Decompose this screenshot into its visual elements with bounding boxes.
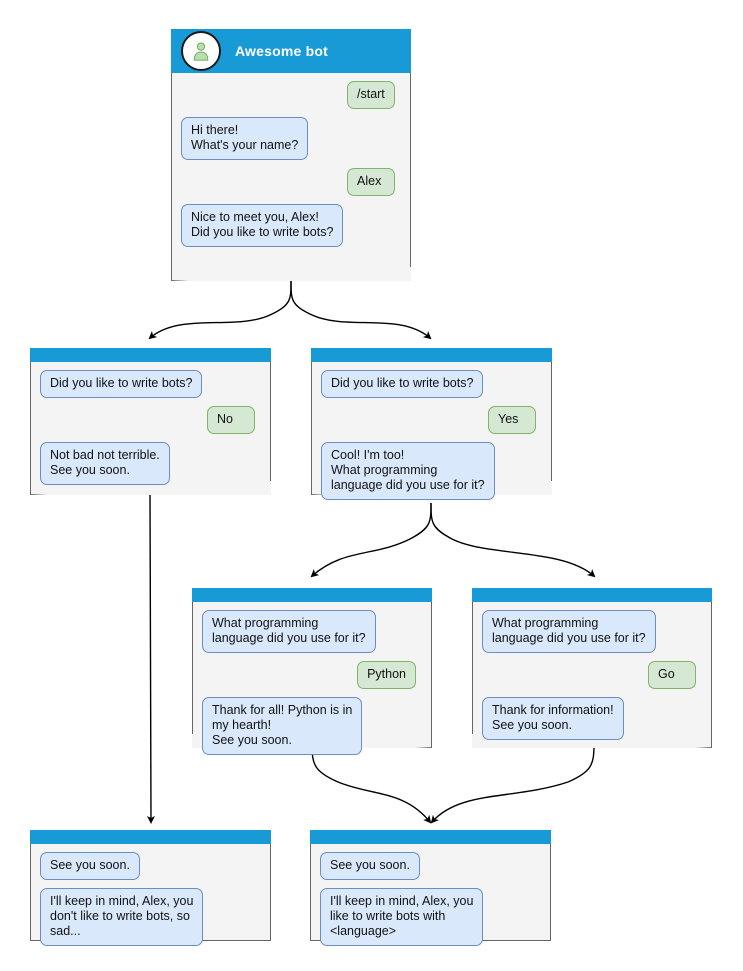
- message-row: Alex: [181, 168, 401, 196]
- user-message-bubble[interactable]: Alex: [347, 168, 395, 196]
- card-header: [472, 588, 712, 602]
- chat-body-end-happy: See you soon. I'll keep in mind, Alex, yo…: [310, 844, 551, 946]
- edge-yes-to-python: [310, 502, 432, 578]
- message-row: Python: [202, 661, 422, 689]
- bot-message-bubble[interactable]: Not bad not terrible. See you soon.: [40, 442, 170, 485]
- message-row: See you soon.: [40, 852, 261, 880]
- chat-body-end-sad: See you soon. I'll keep in mind, Alex, yo…: [30, 844, 271, 946]
- bot-message-bubble[interactable]: See you soon.: [320, 852, 420, 880]
- user-message-bubble[interactable]: Go: [648, 661, 696, 689]
- user-message-bubble[interactable]: /start: [347, 81, 395, 109]
- message-row: What programming language did you use fo…: [202, 610, 422, 653]
- bot-message-bubble[interactable]: What programming language did you use fo…: [482, 610, 656, 653]
- bot-message-bubble[interactable]: What programming language did you use fo…: [202, 610, 376, 653]
- message-row: No: [40, 406, 261, 434]
- card-header: [192, 588, 432, 602]
- edge-go-to-end-happy: [430, 744, 595, 824]
- card-header-root: Awesome bot: [171, 29, 411, 73]
- chat-body-branch-python: What programming language did you use fo…: [192, 602, 432, 755]
- message-row: Thank for all! Python is in my hearth! S…: [202, 697, 422, 755]
- user-message-bubble[interactable]: Python: [357, 661, 416, 689]
- edge-no-to-end-sad: [146, 494, 155, 824]
- user-message-bubble[interactable]: Yes: [488, 406, 536, 434]
- card-header: [310, 830, 551, 844]
- card-branch-go[interactable]: What programming language did you use fo…: [472, 588, 712, 748]
- message-row: Hi there! What's your name?: [181, 117, 401, 160]
- bot-message-bubble[interactable]: Thank for all! Python is in my hearth! S…: [202, 697, 363, 755]
- card-header: [30, 348, 271, 362]
- message-row: Go: [482, 661, 702, 689]
- message-row: Nice to meet you, Alex! Did you like to …: [181, 204, 401, 247]
- chat-body-branch-go: What programming language did you use fo…: [472, 602, 712, 748]
- message-row: Cool! I'm too! What programming language…: [321, 442, 542, 500]
- bot-message-bubble[interactable]: I'll keep in mind, Alex, you like to wri…: [320, 888, 484, 946]
- bot-message-bubble[interactable]: Thank for information! See you soon.: [482, 697, 624, 740]
- edge-yes-to-go: [430, 502, 596, 578]
- card-root[interactable]: Awesome bot /start Hi there! What's your …: [171, 29, 411, 281]
- edge-root-to-no: [148, 280, 292, 340]
- bot-message-bubble[interactable]: Nice to meet you, Alex! Did you like to …: [181, 204, 344, 247]
- bot-message-bubble[interactable]: Cool! I'm too! What programming language…: [321, 442, 495, 500]
- edge-root-to-yes: [290, 280, 432, 340]
- bot-title: Awesome bot: [235, 43, 328, 59]
- edge-python-to-end-happy: [311, 744, 432, 824]
- card-branch-python[interactable]: What programming language did you use fo…: [192, 588, 432, 755]
- message-row: I'll keep in mind, Alex, you don't like …: [40, 888, 261, 946]
- bot-message-bubble[interactable]: See you soon.: [40, 852, 140, 880]
- bot-message-bubble[interactable]: I'll keep in mind, Alex, you don't like …: [40, 888, 204, 946]
- message-row: See you soon.: [320, 852, 541, 880]
- bot-message-bubble[interactable]: Did you like to write bots?: [40, 370, 203, 398]
- person-avatar-icon: [181, 31, 221, 71]
- card-header: [311, 348, 552, 362]
- message-row: Yes: [321, 406, 542, 434]
- message-row: Not bad not terrible. See you soon.: [40, 442, 261, 485]
- message-row: Did you like to write bots?: [40, 370, 261, 398]
- card-end-happy[interactable]: See you soon. I'll keep in mind, Alex, yo…: [310, 830, 551, 946]
- message-row: What programming language did you use fo…: [482, 610, 702, 653]
- message-row: Did you like to write bots?: [321, 370, 542, 398]
- message-row: /start: [181, 81, 401, 109]
- card-header: [30, 830, 271, 844]
- user-message-bubble[interactable]: No: [207, 406, 255, 434]
- card-end-sad[interactable]: See you soon. I'll keep in mind, Alex, yo…: [30, 830, 271, 946]
- message-row: Thank for information! See you soon.: [482, 697, 702, 740]
- message-row: I'll keep in mind, Alex, you like to wri…: [320, 888, 541, 946]
- bot-message-bubble[interactable]: Did you like to write bots?: [321, 370, 484, 398]
- bot-message-bubble[interactable]: Hi there! What's your name?: [181, 117, 309, 160]
